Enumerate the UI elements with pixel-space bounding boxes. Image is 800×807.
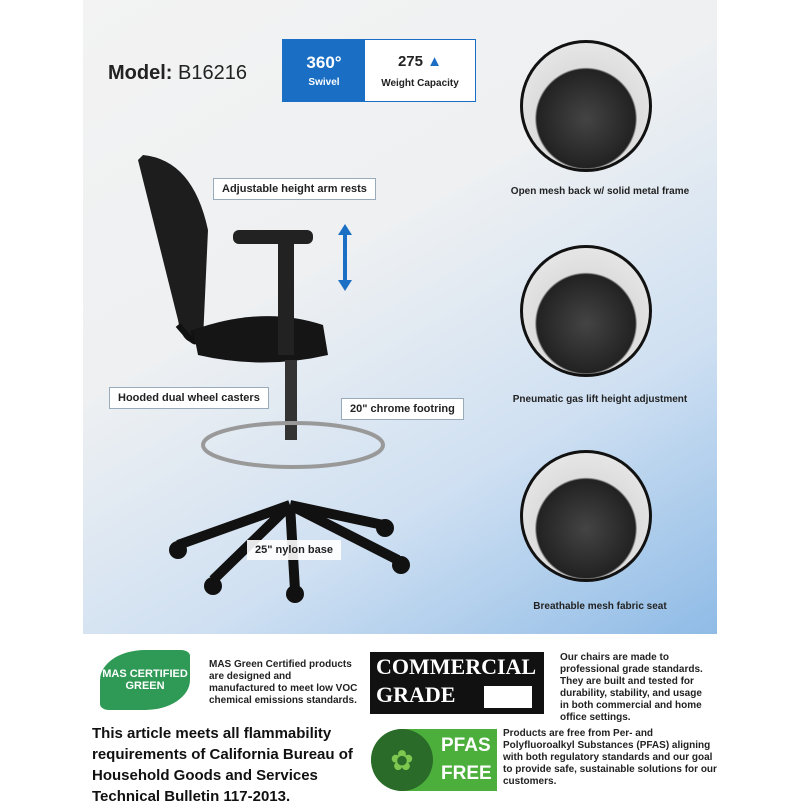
feature-caption: Pneumatic gas lift height adjustment <box>512 394 688 405</box>
feature-image-gas-lift <box>520 245 652 377</box>
commercial-grade-logo: COMMERCIAL GRADE <box>370 652 544 714</box>
weight-badge: 275 ▲Weight Capacity <box>381 52 459 89</box>
model-number: Model: B16216 <box>108 62 247 84</box>
callout-footring: 20" chrome footring <box>341 398 464 420</box>
mas-text: MAS Green Certified products are designe… <box>209 659 358 706</box>
feature-caption: Open mesh back w/ solid metal frame <box>510 186 690 197</box>
mas-certified-green-logo: MAS CERTIFIED GREEN <box>100 650 190 710</box>
feature-image-mesh-seat <box>520 450 652 582</box>
chair-image <box>138 155 410 603</box>
pfas-text: Products are free from Per- and Polyfluo… <box>503 728 717 787</box>
swivel-badge: 360°Swivel <box>283 40 365 101</box>
feature-caption: Breathable mesh fabric seat <box>533 601 667 612</box>
feature-image-mesh-back <box>520 40 652 172</box>
flammability-text: This article meets all flammability requ… <box>92 725 353 805</box>
fist-wrench-icon <box>484 686 532 708</box>
callout-base: 25" nylon base <box>247 540 341 560</box>
weight-icon: ▲ <box>427 52 443 70</box>
callout-arm-rests: Adjustable height arm rests <box>213 178 376 200</box>
leaf-icon: ✿ <box>371 729 433 791</box>
spec-badges: 360°Swivel 275 ▲Weight Capacity <box>282 39 476 102</box>
callout-casters: Hooded dual wheel casters <box>109 387 269 409</box>
commercial-text: Our chairs are made to professional grad… <box>560 652 703 723</box>
